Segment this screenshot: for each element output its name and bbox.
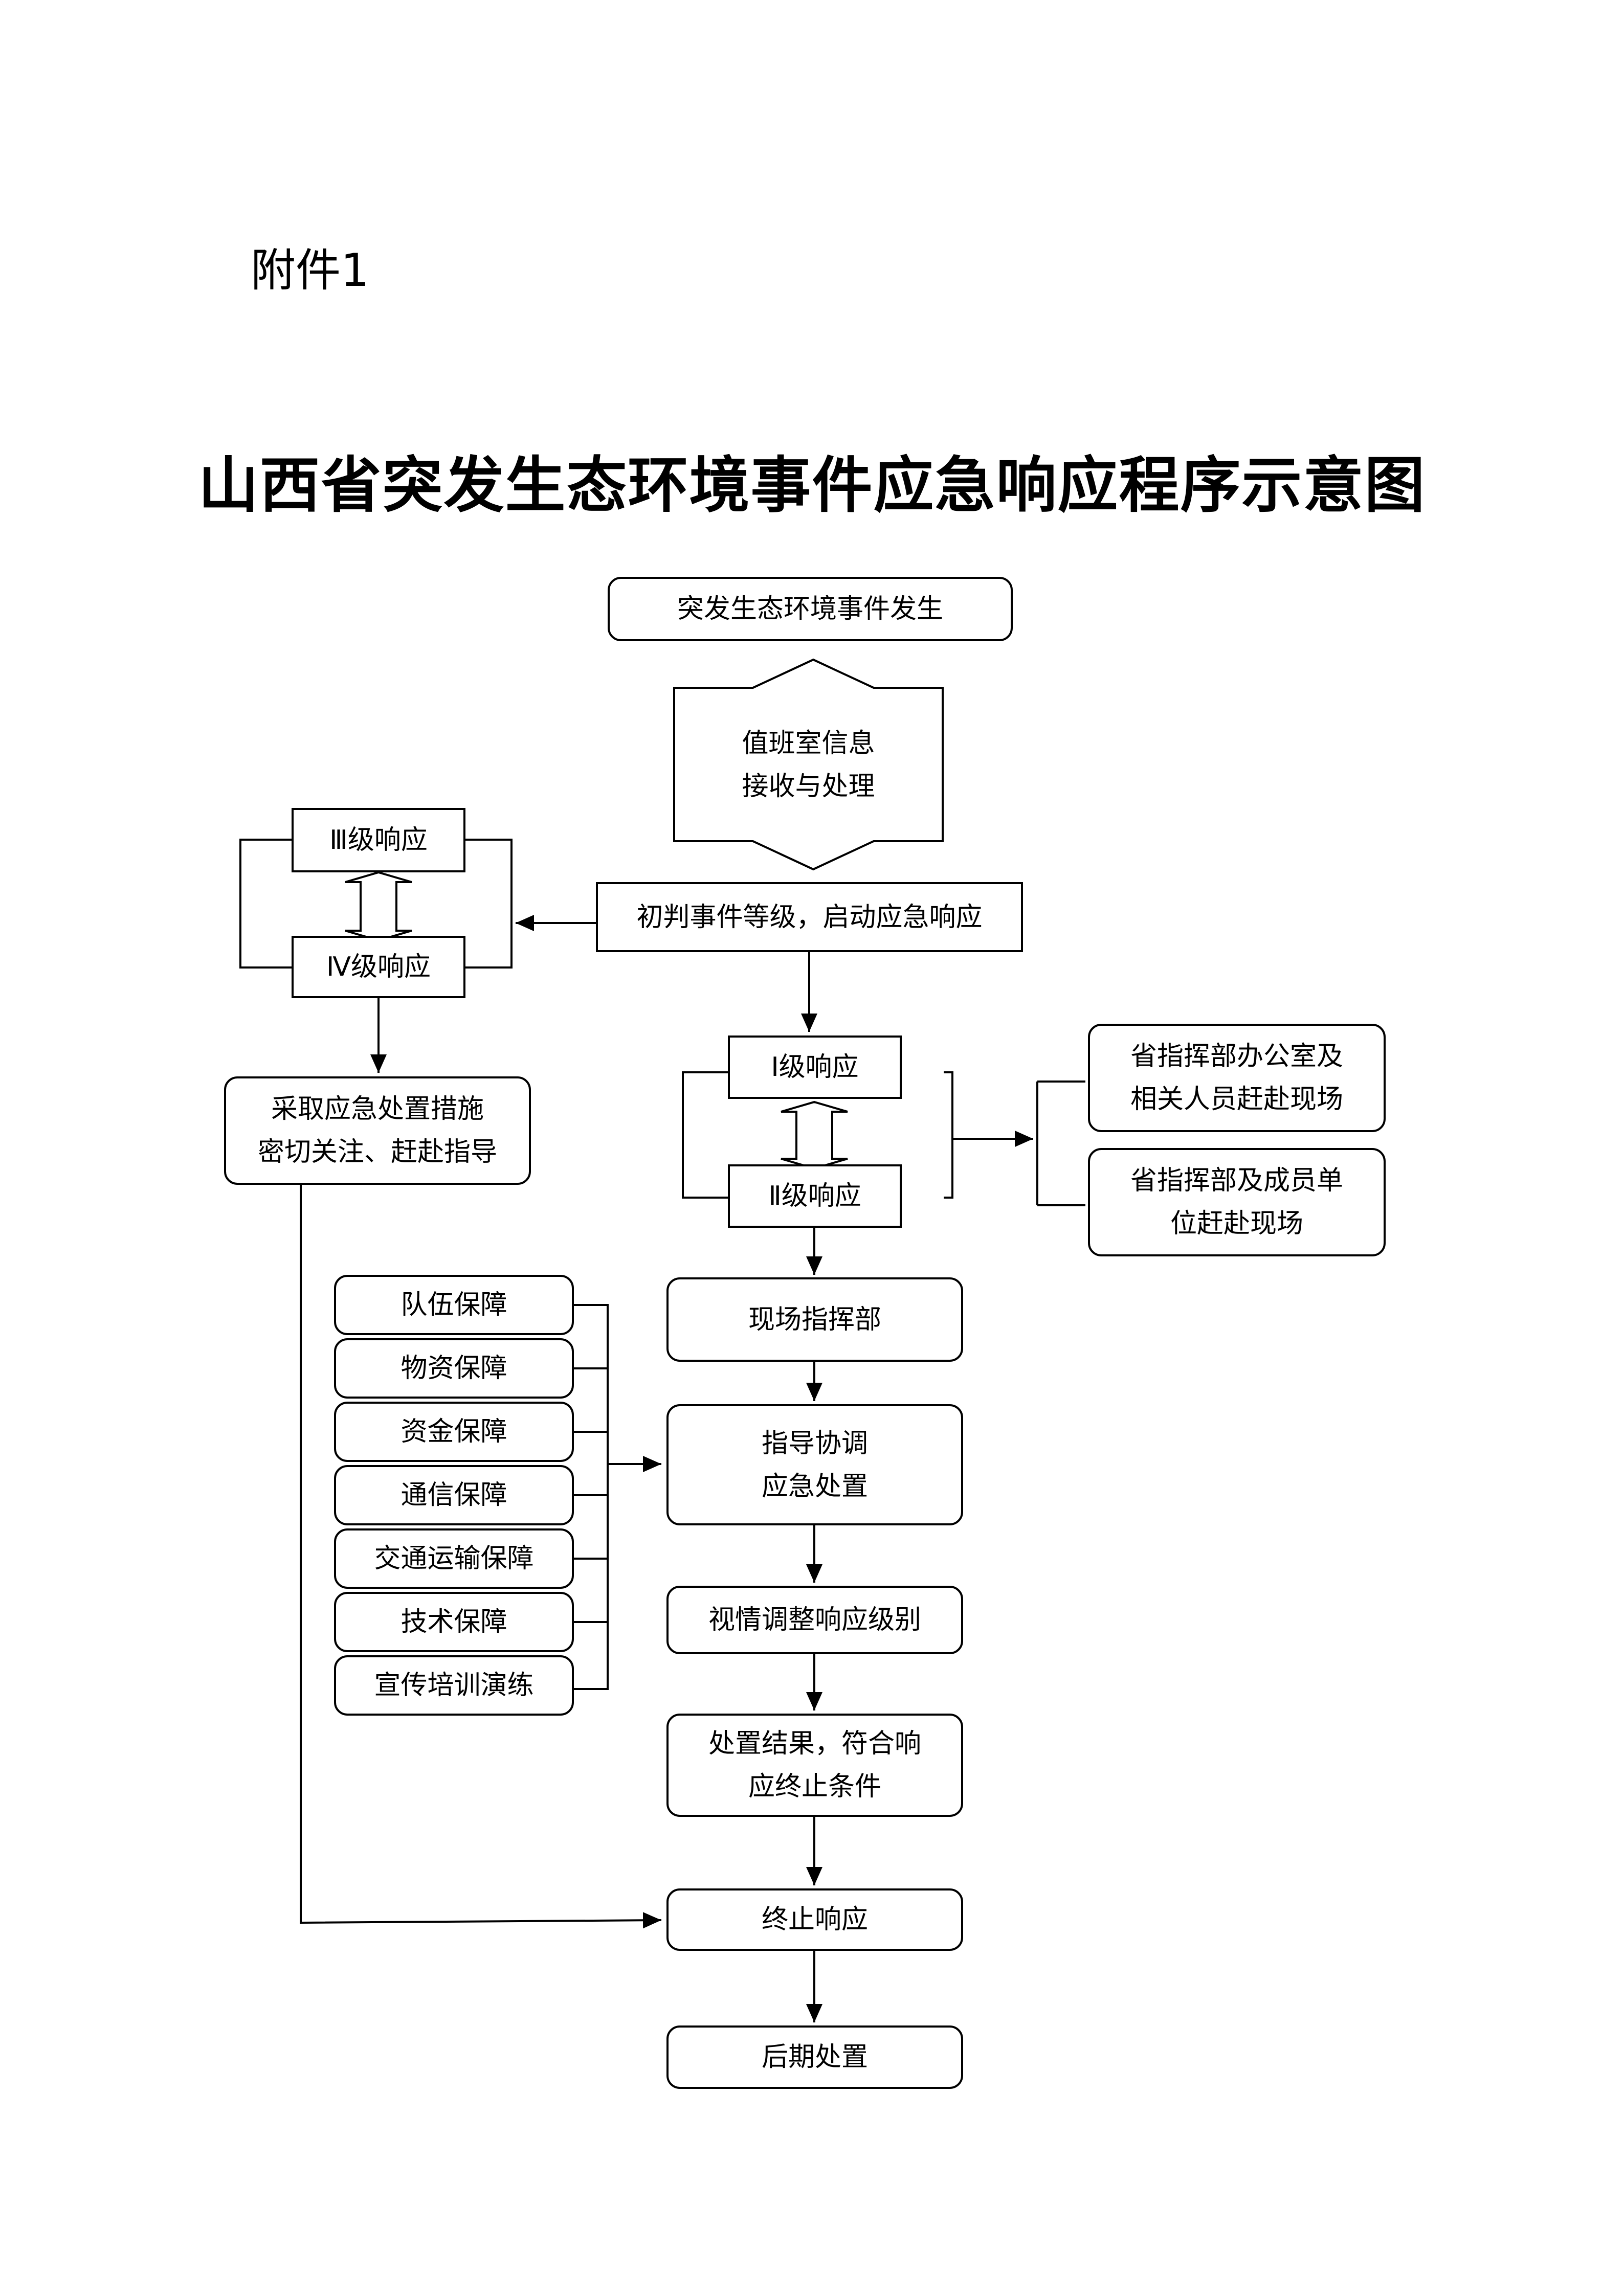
initial-judgement-box: 初判事件等级，启动应急响应 (596, 882, 1023, 952)
level1-response-label: Ⅰ级响应 (771, 1052, 859, 1083)
terminate-response-box: 终止响应 (666, 1888, 963, 1951)
diagram-title: 山西省突发生态环境事件应急响应程序示意图 (198, 449, 1426, 521)
support-training-box: 宣传培训演练 (334, 1655, 574, 1716)
members-to-scene-line1: 省指挥部及成员单 (1130, 1165, 1343, 1196)
level2-response-label: Ⅱ级响应 (768, 1181, 861, 1211)
aftermath-label: 后期处置 (761, 2042, 868, 2073)
level1-response-box: Ⅰ级响应 (728, 1036, 902, 1099)
bracket-level34 (239, 839, 513, 969)
support-transport-box: 交通运输保障 (334, 1528, 574, 1589)
event-occurs-label: 突发生态环境事件发生 (677, 594, 943, 624)
emergency-measures-line1: 采取应急处置措施 (271, 1094, 484, 1124)
level4-response-label: Ⅳ级响应 (326, 952, 431, 982)
result-box: 处置结果，符合响 应终止条件 (666, 1714, 963, 1817)
guide-coordinate-box: 指导协调 应急处置 (666, 1404, 963, 1525)
initial-judgement-label: 初判事件等级，启动应急响应 (636, 902, 983, 933)
bracket-level12 (682, 1071, 953, 1199)
level3-response-box: Ⅲ级响应 (292, 808, 465, 872)
support-team-box: 队伍保障 (334, 1275, 574, 1335)
office-to-scene-line1: 省指挥部办公室及 (1130, 1041, 1343, 1072)
members-to-scene-line2: 位赶赴现场 (1170, 1208, 1303, 1239)
result-line2: 应终止条件 (748, 1771, 881, 1802)
office-to-scene-line2: 相关人员赶赴现场 (1130, 1084, 1343, 1115)
terminate-response-label: 终止响应 (761, 1904, 868, 1935)
result-line1: 处置结果，符合响 (708, 1728, 921, 1759)
attachment-label: 附件1 (251, 244, 369, 297)
support-bracket (574, 1304, 609, 1690)
support-funds-label: 资金保障 (401, 1416, 507, 1447)
support-training-label: 宣传培训演练 (374, 1670, 534, 1701)
emergency-measures-box: 采取应急处置措施 密切关注、赶赴指导 (224, 1076, 531, 1185)
support-communication-label: 通信保障 (401, 1480, 507, 1511)
office-to-scene-box: 省指挥部办公室及 相关人员赶赴现场 (1088, 1024, 1386, 1132)
adjust-level-label: 视情调整响应级别 (708, 1605, 921, 1635)
field-command-label: 现场指挥部 (748, 1304, 881, 1335)
support-material-box: 物资保障 (334, 1338, 574, 1399)
support-funds-box: 资金保障 (334, 1402, 574, 1462)
duty-room-box: 值班室信息 接收与处理 (674, 712, 943, 818)
level34-double-arrow (345, 871, 412, 942)
event-occurs-box: 突发生态环境事件发生 (608, 577, 1013, 641)
support-technical-label: 技术保障 (401, 1607, 507, 1637)
level2-response-box: Ⅱ级响应 (728, 1164, 902, 1228)
level4-response-box: Ⅳ级响应 (292, 936, 465, 998)
level3-response-label: Ⅲ级响应 (329, 825, 428, 856)
duty-room-line1: 值班室信息 (742, 728, 875, 759)
support-team-label: 队伍保障 (401, 1290, 507, 1320)
guide-coordinate-line1: 指导协调 (761, 1428, 868, 1459)
adjust-level-box: 视情调整响应级别 (666, 1586, 963, 1654)
guide-coordinate-line2: 应急处置 (761, 1471, 868, 1502)
emergency-measures-line2: 密切关注、赶赴指导 (257, 1137, 497, 1167)
field-command-box: 现场指挥部 (666, 1277, 963, 1362)
level12-double-arrow (781, 1100, 848, 1170)
support-transport-label: 交通运输保障 (374, 1543, 534, 1574)
duty-room-double-arrow (673, 658, 944, 871)
support-technical-box: 技术保障 (334, 1592, 574, 1652)
members-to-scene-box: 省指挥部及成员单 位赶赴现场 (1088, 1148, 1386, 1256)
aftermath-box: 后期处置 (666, 2025, 963, 2089)
support-communication-box: 通信保障 (334, 1465, 574, 1525)
support-material-label: 物资保障 (401, 1353, 507, 1384)
duty-room-line2: 接收与处理 (742, 771, 875, 802)
